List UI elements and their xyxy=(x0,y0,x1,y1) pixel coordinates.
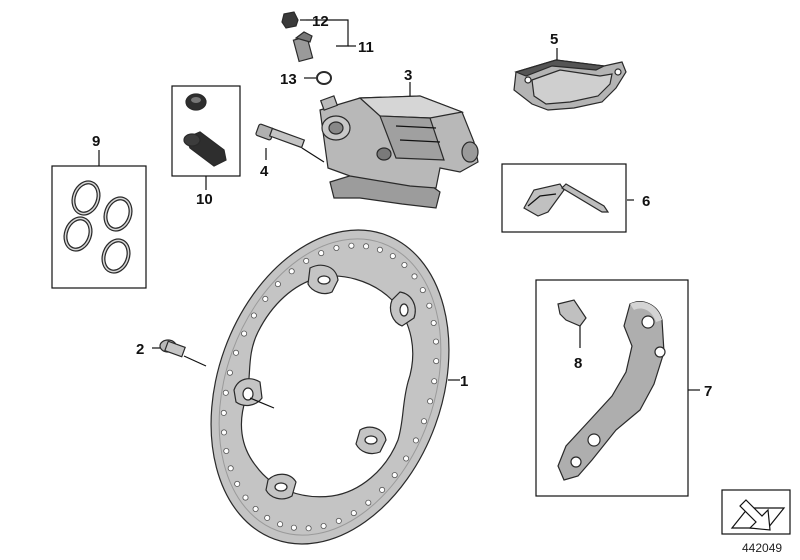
callout-6: 6 xyxy=(642,193,650,210)
disc-hole xyxy=(222,389,229,396)
disc-hole xyxy=(220,409,227,416)
disc-hole xyxy=(335,517,342,524)
disc-hole xyxy=(430,319,437,326)
arrow-icon xyxy=(739,499,771,531)
caliper-carrier xyxy=(557,301,666,481)
disc-hole xyxy=(226,369,233,376)
disc-hole xyxy=(320,523,327,530)
retaining-clip xyxy=(557,299,587,327)
disc-hole xyxy=(234,480,241,487)
disc-hole xyxy=(363,243,370,250)
disc-hole xyxy=(401,261,408,268)
disc-hole xyxy=(318,250,325,257)
disc-hole xyxy=(427,398,434,405)
disc-hole xyxy=(411,273,418,280)
disc-hole xyxy=(223,447,230,454)
disc-hole xyxy=(220,429,227,436)
disc-hole xyxy=(241,330,248,337)
disc-hole xyxy=(288,268,295,275)
disc-hole xyxy=(432,338,439,345)
brake-caliper xyxy=(319,95,479,209)
dust-boot xyxy=(185,93,207,111)
disc-hole xyxy=(426,302,433,309)
disc-hole xyxy=(420,418,427,425)
disc-bolt xyxy=(159,339,186,358)
callout-7: 7 xyxy=(704,383,712,400)
box-pad-spring-pin xyxy=(501,163,627,233)
disc-hole xyxy=(379,486,386,493)
disc-hole xyxy=(262,295,269,302)
disc-hole xyxy=(227,465,234,472)
bleeder-cap xyxy=(281,11,299,29)
callout-5: 5 xyxy=(550,31,558,48)
disc-hole xyxy=(419,287,426,294)
callout-1: 1 xyxy=(460,373,468,390)
disc-hole xyxy=(250,312,257,319)
sealing-ring xyxy=(316,71,332,85)
callout-9: 9 xyxy=(92,133,100,150)
disc-hole xyxy=(403,455,410,462)
callout-3: 3 xyxy=(404,67,412,84)
pad-spring xyxy=(523,183,565,217)
callout-13: 13 xyxy=(280,71,297,88)
disc-hole xyxy=(348,242,355,249)
brake-disc xyxy=(210,229,450,545)
disc-hole xyxy=(242,494,249,501)
disc-hole xyxy=(303,257,310,264)
disc-hole xyxy=(389,253,396,260)
guide-bush xyxy=(183,131,227,167)
disc-hole xyxy=(365,499,372,506)
disc-hole xyxy=(274,281,281,288)
disc-hole xyxy=(264,514,271,521)
disc-hole xyxy=(277,521,284,528)
callout-2: 2 xyxy=(136,341,144,358)
disc-hole xyxy=(391,472,398,479)
callout-10: 10 xyxy=(196,191,213,208)
disc-hole xyxy=(305,525,312,532)
caliper-bolt xyxy=(255,123,306,149)
leader-lines xyxy=(98,19,700,409)
pad-pin xyxy=(561,183,610,213)
bleeder-valve xyxy=(292,31,314,63)
disc-hole xyxy=(333,244,340,251)
reference-number: 442049 xyxy=(742,541,782,555)
callout-8: 8 xyxy=(574,355,582,372)
disc-hole xyxy=(232,349,239,356)
disc-hole xyxy=(431,378,438,385)
disc-hole xyxy=(433,358,440,365)
callout-12: 12 xyxy=(312,13,329,30)
disc-hole xyxy=(412,437,419,444)
disc-hole xyxy=(376,246,383,253)
orientation-box xyxy=(721,489,791,535)
disc-hole xyxy=(290,524,297,531)
callout-11: 11 xyxy=(358,39,374,56)
brake-pads xyxy=(513,59,627,111)
callout-4: 4 xyxy=(260,163,269,180)
disc-drill-holes xyxy=(220,242,440,532)
disc-hole xyxy=(252,505,259,512)
disc-hole xyxy=(350,510,357,517)
box-caliper-carrier xyxy=(535,279,689,497)
